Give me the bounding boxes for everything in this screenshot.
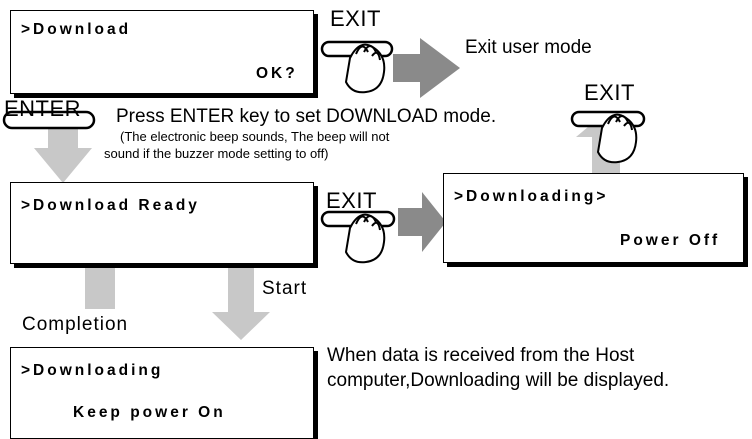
lcd-downloading-keep-on: >Downloading Keep power On [10, 347, 314, 439]
enter-key-label: ENTER [4, 96, 82, 121]
start-label: Start [262, 278, 308, 299]
start-down-arrow [212, 261, 270, 340]
lcd-download-line2: OK? [256, 65, 298, 82]
lcd-download-ready: >Download Ready [10, 182, 314, 264]
beep-note-line1: (The electronic beep sounds, The beep wi… [120, 129, 390, 144]
lcd-downloading-power-off: >Downloading> Power Off [443, 173, 744, 263]
lcd-download-line1: >Download [21, 21, 132, 38]
exit-key-middle-label: EXIT [326, 188, 377, 213]
enter-down-arrow [34, 118, 92, 183]
received-note-line1: When data is received from the Host [327, 345, 635, 366]
press-enter-label: Press ENTER key to set DOWNLOAD mode. [116, 106, 497, 127]
enter-key-icon [2, 110, 96, 130]
lcd-downloading-off-line2: Power Off [620, 232, 721, 249]
exit-key-right-label: EXIT [584, 80, 635, 105]
exit-key-top-label: EXIT [330, 6, 381, 31]
beep-note-line2: sound if the buzzer mode setting to off) [104, 146, 329, 161]
lcd-downloading-off-line1: >Downloading> [454, 188, 609, 205]
lcd-downloading-on-line1: >Downloading [21, 362, 164, 379]
lcd-download: >Download OK? [10, 10, 314, 94]
exit-key-right-icon [570, 110, 646, 164]
completion-label: Completion [22, 314, 129, 335]
exit-key-middle-icon [320, 210, 396, 264]
exit-to-downloading-arrow [398, 192, 446, 252]
lcd-download-ready-line1: >Download Ready [21, 197, 200, 214]
received-note-line2: computer,Downloading will be displayed. [327, 370, 670, 391]
exit-user-mode-label: Exit user mode [465, 37, 592, 58]
exit-key-top-icon [320, 40, 394, 94]
lcd-downloading-on-line2: Keep power On [73, 404, 226, 421]
exit-user-mode-arrow [393, 38, 460, 98]
